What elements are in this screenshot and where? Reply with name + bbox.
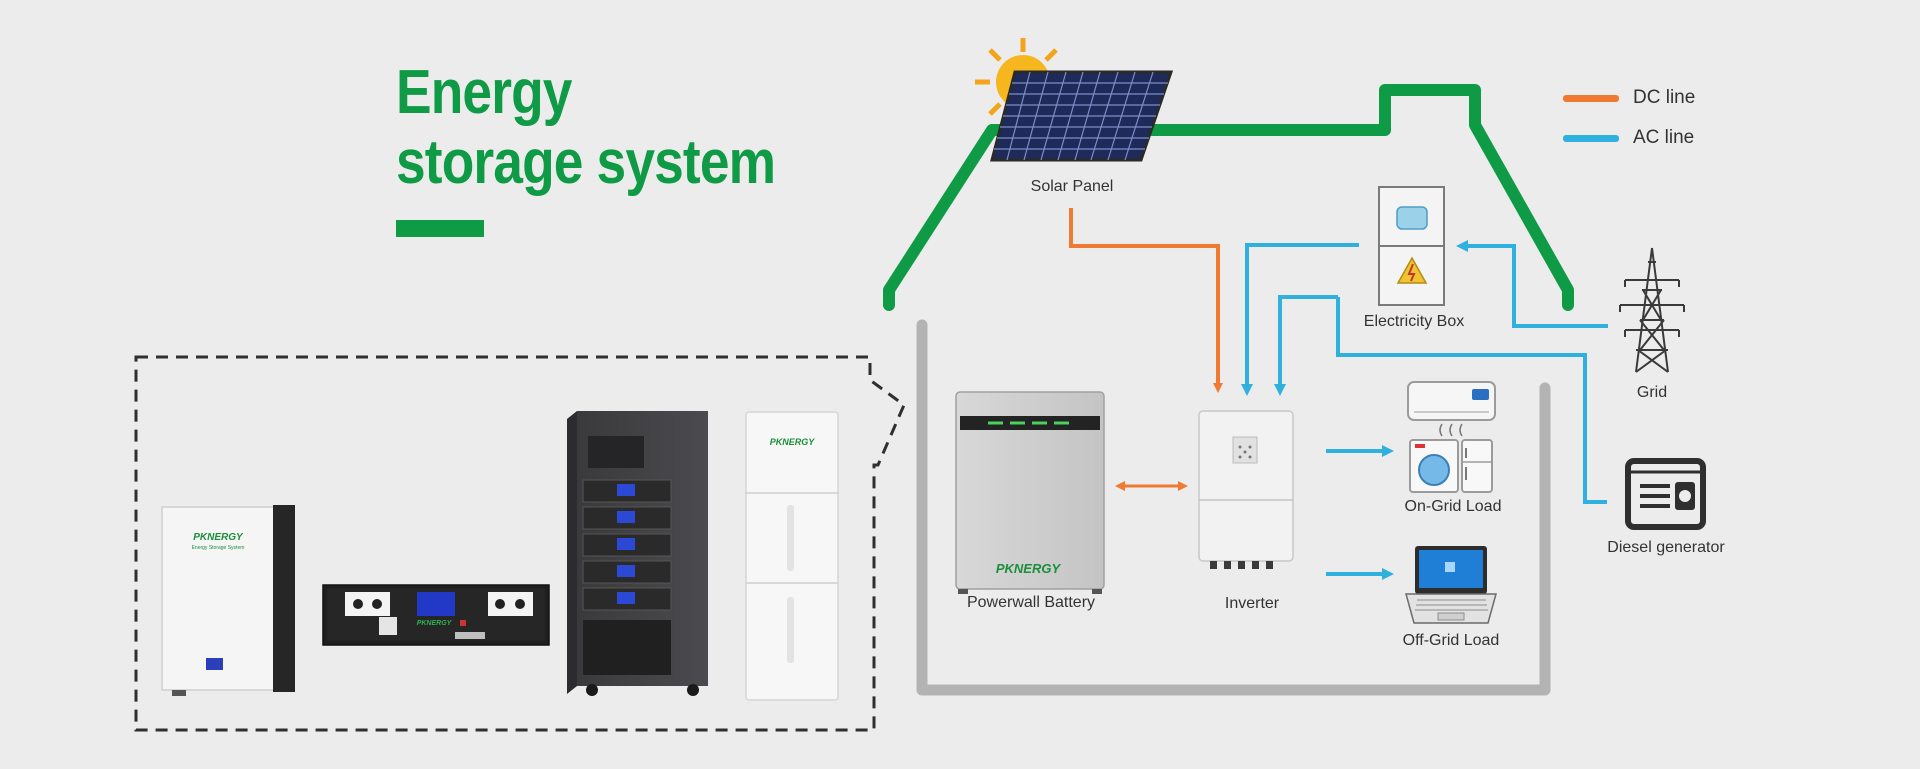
product-wall-battery: PKNERGY Energy Storage System xyxy=(161,505,295,696)
product-battery-cabinet xyxy=(567,411,708,696)
wall-battery-brand-logo: PKNERGY xyxy=(193,532,244,543)
inverter-unit xyxy=(1198,410,1294,569)
house-frame xyxy=(916,319,1551,696)
electricity-box-icon xyxy=(1378,186,1445,306)
legend-dc-label: DC line xyxy=(1633,87,1696,108)
legend-dc: DC line xyxy=(1563,87,1695,109)
label-diesel-generator: Diesel generator xyxy=(1607,539,1725,556)
ac-line-box-inverter-2 xyxy=(1274,295,1338,396)
title-block: Energy storage system xyxy=(396,58,837,237)
label-grid: Grid xyxy=(1636,384,1668,401)
cabinet-modules xyxy=(582,479,672,611)
label-off-grid-load: Off-Grid Load xyxy=(1402,632,1500,649)
grid-tower-icon xyxy=(1619,247,1685,373)
product-rack-battery: PKNERGY xyxy=(322,584,550,646)
legend-ac: AC line xyxy=(1563,127,1694,149)
legend-dc-swatch xyxy=(1563,94,1619,102)
diesel-generator-icon xyxy=(1625,458,1706,530)
label-powerwall-battery: Powerwall Battery xyxy=(966,594,1096,611)
label-inverter: Inverter xyxy=(1224,595,1280,612)
wall-battery-brand-tagline: Energy Storage System xyxy=(192,545,245,551)
solar-panel-icon xyxy=(990,70,1174,162)
legend-ac-label: AC line xyxy=(1633,127,1695,148)
laptop-icon xyxy=(1405,546,1497,624)
label-electricity-box: Electricity Box xyxy=(1363,313,1465,330)
label-solar-panel: Solar Panel xyxy=(1030,178,1114,195)
stacked-battery-brand-logo: PKNERGY xyxy=(770,437,816,447)
ac-line-generator xyxy=(1336,297,1607,504)
powerwall-brand-logo: PKNERGY xyxy=(996,561,1062,576)
label-on-grid-load: On-Grid Load xyxy=(1404,498,1502,515)
title-underline xyxy=(396,220,484,237)
roof-outline xyxy=(883,84,1574,311)
title-line-2: storage system xyxy=(396,128,776,197)
ac-line-grid-box xyxy=(1456,240,1608,328)
product-outline xyxy=(134,355,906,732)
product-stacked-battery: PKNERGY xyxy=(745,411,839,701)
ac-line-box-inverter-1 xyxy=(1241,243,1359,396)
title-line-1: Energy xyxy=(396,58,572,127)
dc-line-solar-inverter xyxy=(1069,208,1223,393)
legend-ac-swatch xyxy=(1563,134,1619,142)
rack-battery-brand-logo: PKNERGY xyxy=(417,620,453,627)
powerwall-battery-unit: PKNERGY xyxy=(955,391,1105,594)
on-grid-load-icon xyxy=(1407,381,1496,493)
